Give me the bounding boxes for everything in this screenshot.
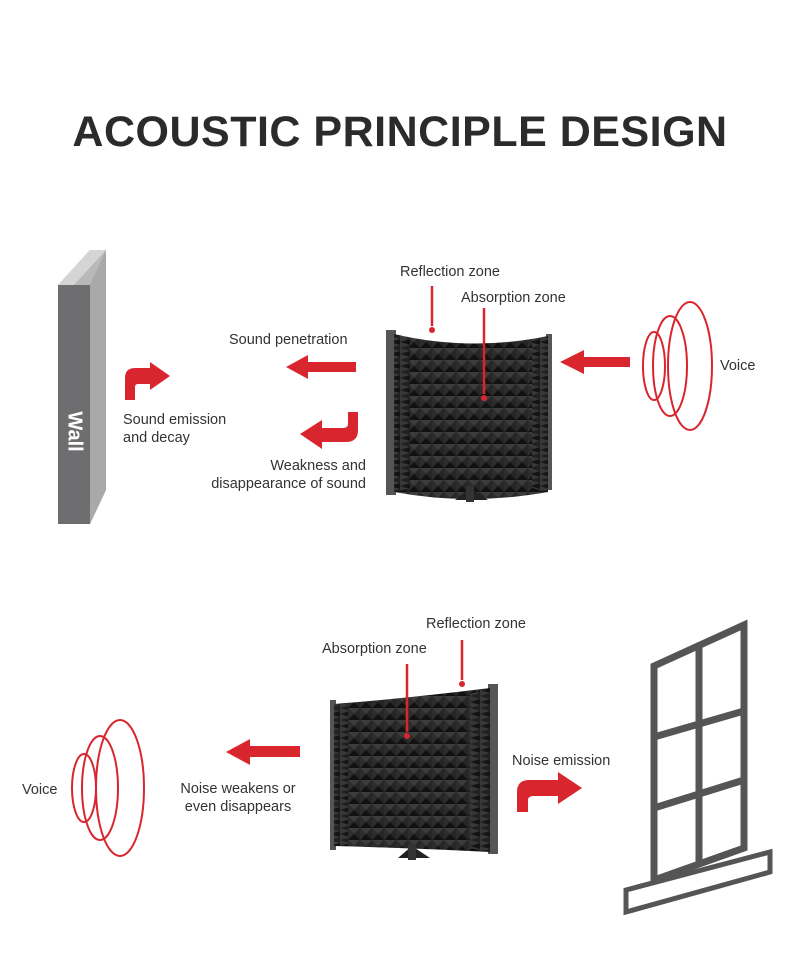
noise-emission-label: Noise emission	[512, 753, 611, 769]
noise-weakens-line-2: even disappears	[184, 799, 292, 815]
weakness-arrow-icon	[300, 412, 358, 449]
voice-arrow-icon	[560, 350, 630, 374]
noise-weakens-label: Noise weakens or even disappears	[158, 780, 318, 816]
bottom-voice-label: Voice	[22, 782, 58, 798]
bottom-reflection-zone-label: Reflection zone	[426, 616, 526, 632]
bottom-reflection-screen	[330, 684, 498, 860]
voice-waves-icon	[642, 301, 713, 431]
absorption-zone-label: Absorption zone	[461, 290, 566, 306]
noise-weakens-arrow-icon	[226, 739, 300, 765]
wall-illustration	[58, 250, 106, 524]
page-title: ACOUSTIC PRINCIPLE DESIGN	[72, 108, 728, 156]
sound-emission-arrow-icon	[125, 362, 170, 400]
window-illustration	[623, 619, 773, 916]
reflection-zone-label: Reflection zone	[400, 264, 500, 280]
weakness-line-1: Weakness and	[270, 458, 366, 474]
sound-emission-line-2: and decay	[123, 430, 190, 446]
noise-weakens-line-1: Noise weakens or	[180, 781, 296, 797]
sound-penetration-arrow-icon	[286, 355, 356, 379]
weakness-line-2: disappearance of sound	[211, 476, 366, 492]
wall-label: Wall	[63, 411, 86, 452]
noise-emission-arrow-icon	[517, 772, 582, 812]
top-reflection-screen	[386, 330, 552, 502]
weakness-label: Weakness and disappearance of sound	[196, 457, 366, 493]
sound-emission-label: Sound emission and decay	[123, 411, 226, 447]
voice-label: Voice	[720, 358, 756, 374]
bottom-absorption-zone-label: Absorption zone	[322, 641, 427, 657]
sound-penetration-label: Sound penetration	[229, 332, 348, 348]
bottom-voice-waves-icon	[71, 719, 145, 857]
sound-emission-line-1: Sound emission	[123, 412, 227, 428]
